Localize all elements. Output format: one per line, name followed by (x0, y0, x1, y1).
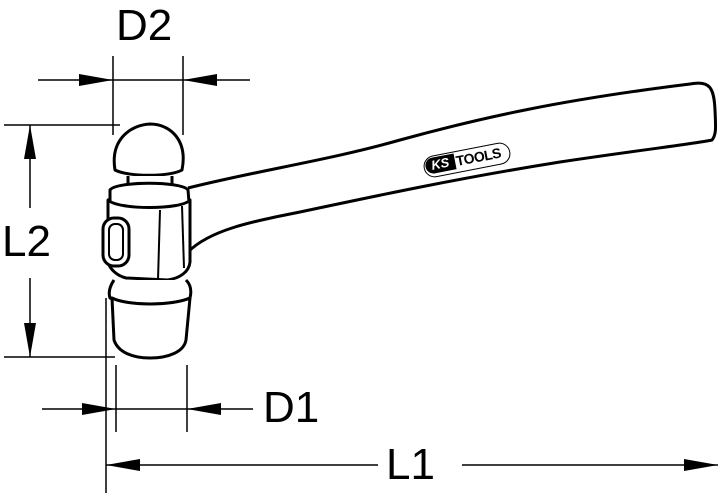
dimension-label-d2: D2 (116, 1, 173, 50)
dimension-label-l1: L1 (386, 440, 435, 489)
dimension-label-d1: D1 (263, 383, 320, 432)
handle (186, 81, 718, 254)
dimension-lines (4, 56, 718, 493)
hammer-head (101, 122, 193, 360)
dimension-label-l2: L2 (2, 217, 51, 266)
